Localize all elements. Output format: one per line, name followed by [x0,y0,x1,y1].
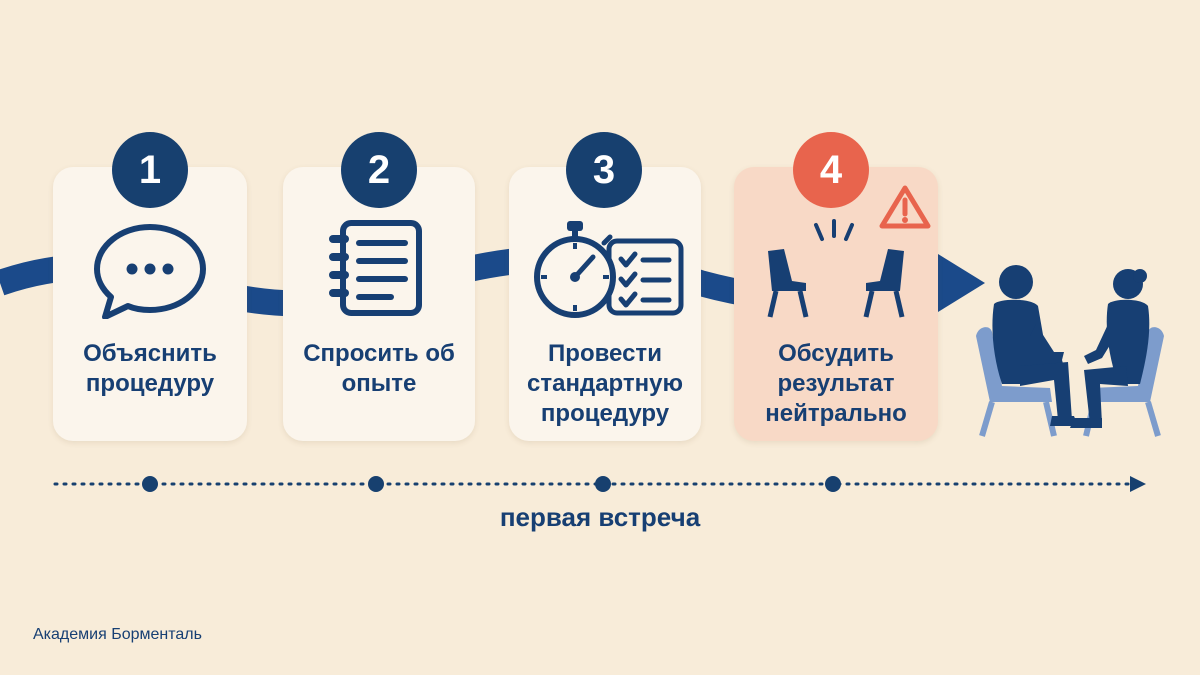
stopwatch-checklist-icon [534,221,684,318]
timeline-marker-2 [368,476,384,492]
flow-arrowhead [938,254,985,312]
timeline-arrow [1130,476,1146,492]
step-badge-3: 3 [566,132,642,208]
timeline-marker-1 [142,476,158,492]
step-card-4: Обсудить результат нейтрально [734,167,938,441]
step-label: Обсудить результат нейтрально [765,340,907,427]
warning-triangle-icon [879,185,931,229]
two-chairs-icon [767,219,905,318]
step-badge-4: 4 [793,132,869,208]
step-label: Объяснить процедуру [83,340,217,397]
timeline-marker-4 [825,476,841,492]
step-card-1: Объяснить процедуру [53,167,247,441]
step-label: Провести стандартную процедуру [527,340,683,427]
step-badge-2: 2 [341,132,417,208]
timeline [53,476,1146,492]
timeline-marker-3 [595,476,611,492]
step-card-2: Спросить об опыте [283,167,475,441]
speech-bubble-icon [94,224,206,319]
step-card-3: Провести стандартную процедуру [509,167,701,441]
footer-brand: Академия Борменталь [33,626,202,643]
step-label: Спросить об опыте [303,340,455,397]
timeline-label: первая встреча [499,502,701,532]
seated-people-illustration [976,265,1164,437]
notebook-icon [329,220,422,316]
step-badge-1: 1 [112,132,188,208]
